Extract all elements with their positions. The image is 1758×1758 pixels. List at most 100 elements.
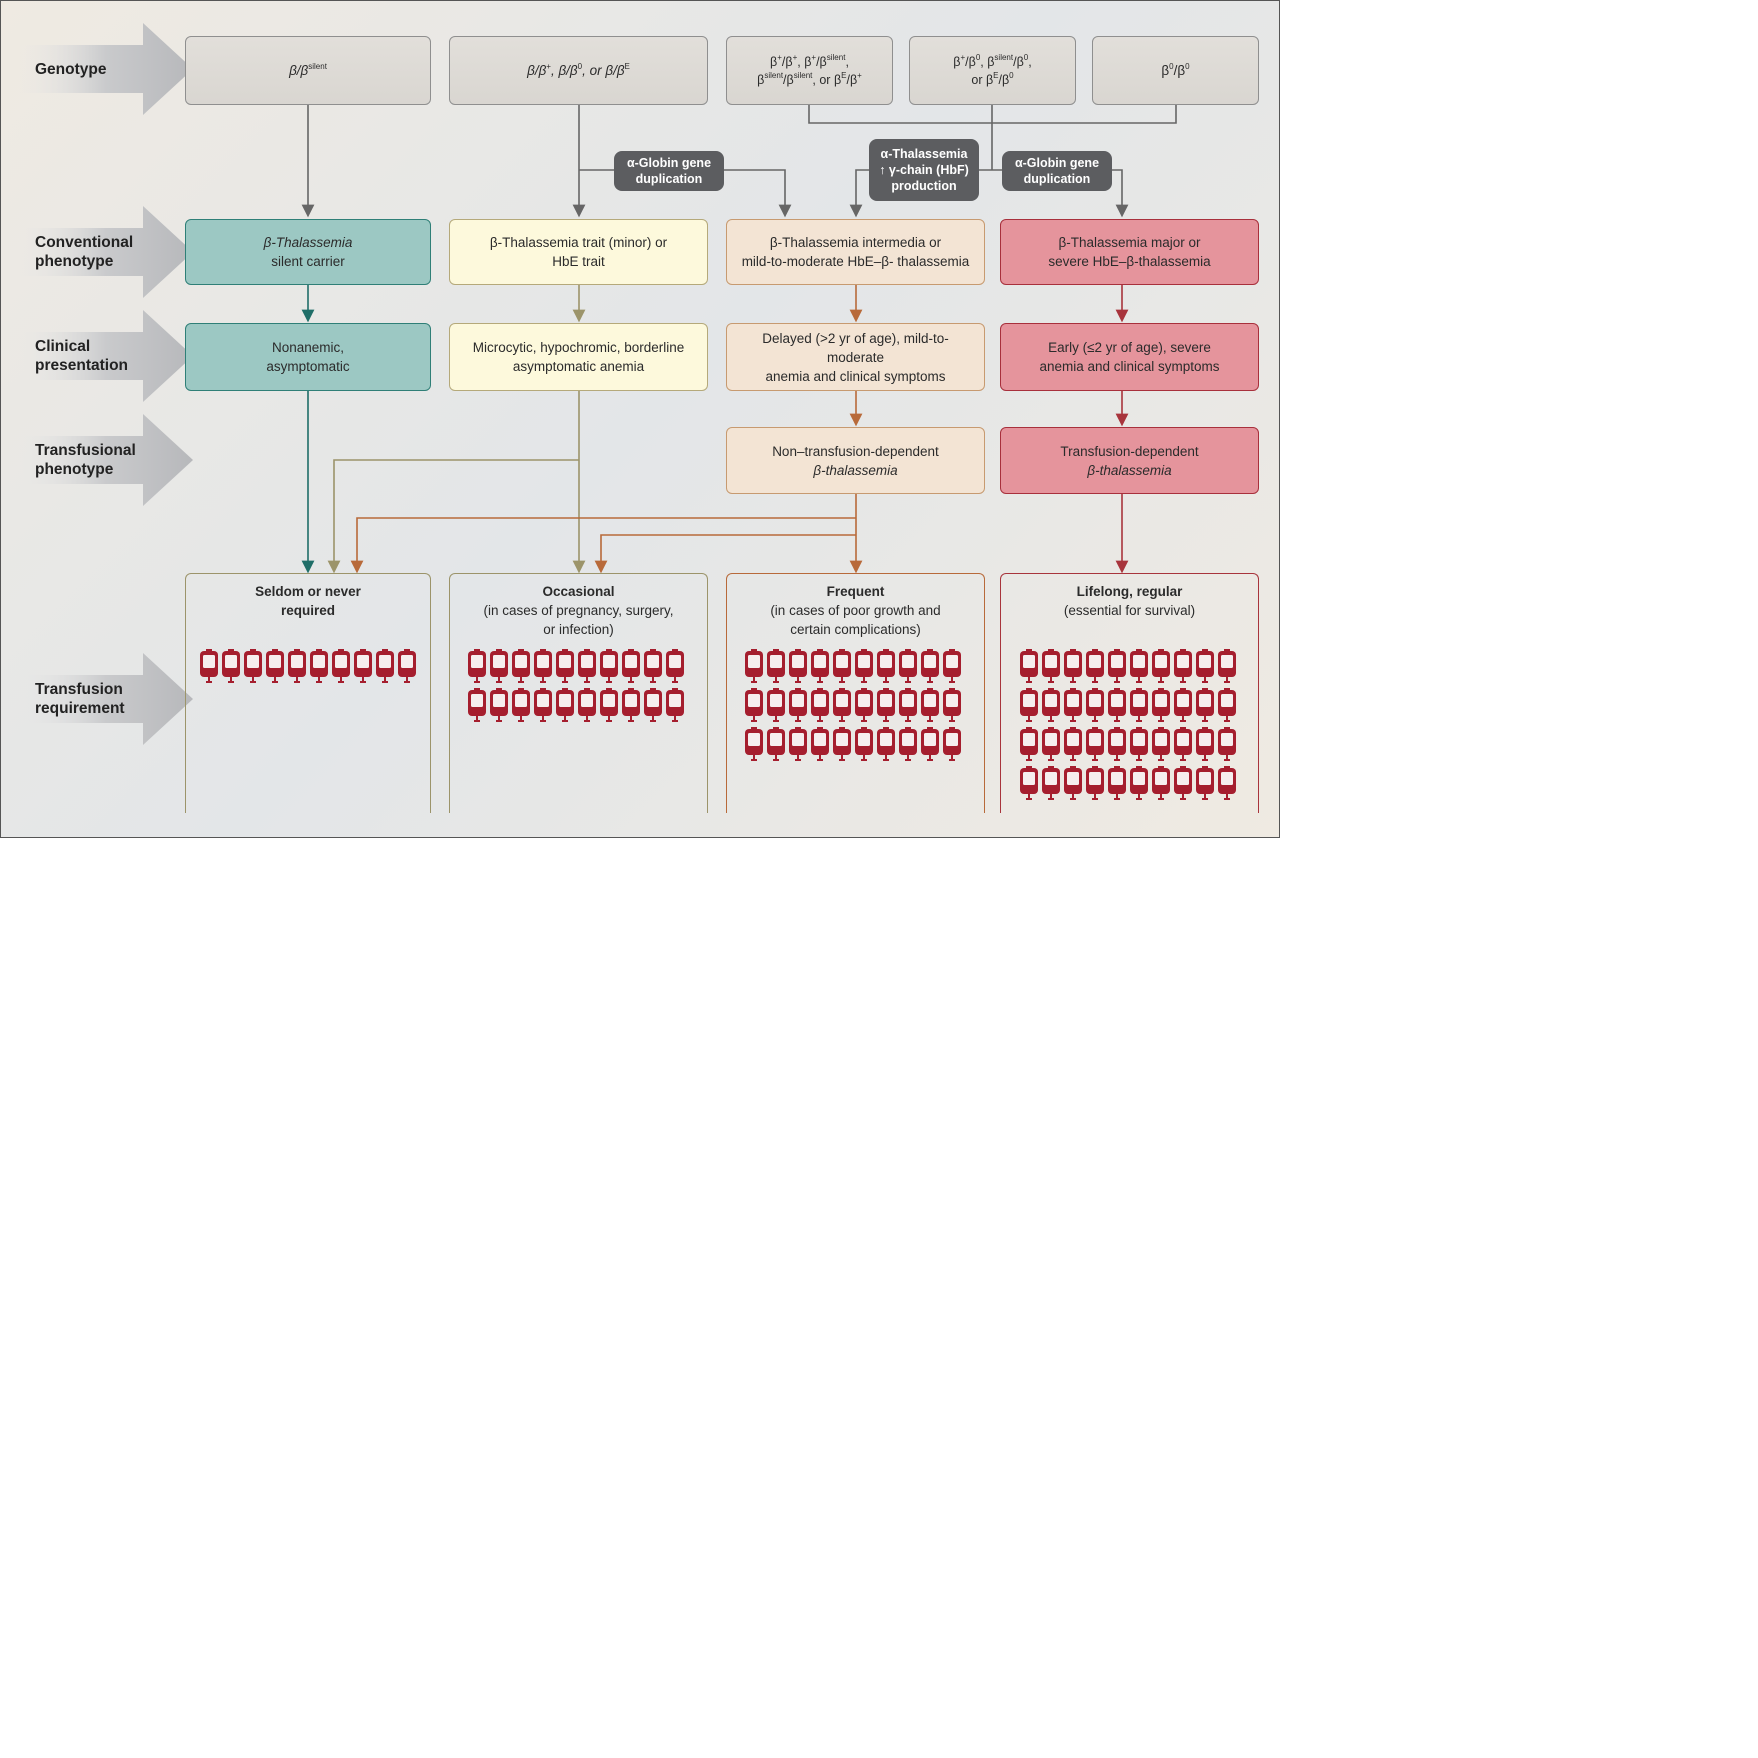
blood-bag-icon — [266, 649, 284, 683]
blood-bag-icon — [376, 649, 394, 683]
blood-bag-icon — [855, 727, 873, 761]
requirement-occasional: Occasional (in cases of pregnancy, surge… — [449, 573, 708, 813]
blood-bag-icon — [578, 649, 596, 683]
blood-bags-col2 — [468, 649, 684, 722]
row-label-genotype: Genotype — [35, 60, 107, 78]
blood-bag-icon — [1020, 727, 1038, 761]
requirement-lifelong: Lifelong, regular (essential for surviva… — [1000, 573, 1259, 813]
blood-bag-icon — [1196, 649, 1214, 683]
blood-bag-icon — [745, 727, 763, 761]
blood-bag-icon — [1042, 766, 1060, 800]
blood-bag-icon — [811, 727, 829, 761]
blood-bag-icon — [1086, 766, 1104, 800]
blood-bag-icon — [811, 649, 829, 683]
blood-bag-icon — [1064, 649, 1082, 683]
blood-bag-icon — [855, 688, 873, 722]
blood-bag-icon — [1152, 688, 1170, 722]
arrow-col2-to-col1 — [327, 459, 579, 574]
blood-bag-icon — [1152, 766, 1170, 800]
blood-bag-icon — [310, 649, 328, 683]
blood-bags-col4 — [1020, 649, 1236, 800]
blood-bag-icon — [1174, 688, 1192, 722]
requirement-frequent: Frequent (in cases of poor growth and ce… — [726, 573, 985, 813]
blood-bag-icon — [354, 649, 372, 683]
blood-bag-icon — [789, 727, 807, 761]
blood-bag-icon — [1130, 688, 1148, 722]
blood-bag-icon — [556, 688, 574, 722]
blood-bag-icon — [1042, 727, 1060, 761]
blood-bag-icon — [943, 688, 961, 722]
blood-bag-icon — [1064, 688, 1082, 722]
blood-bag-icon — [644, 688, 662, 722]
blood-bag-icon — [1130, 649, 1148, 683]
blood-bag-icon — [789, 649, 807, 683]
blood-bag-icon — [1108, 727, 1126, 761]
blood-bag-icon — [1152, 727, 1170, 761]
blood-bag-icon — [578, 688, 596, 722]
blood-bag-icon — [1108, 766, 1126, 800]
blood-bag-icon — [644, 649, 662, 683]
blood-bag-icon — [622, 688, 640, 722]
blood-bag-icon — [1020, 766, 1038, 800]
genotype-trait: β/β+, β/β0, or β/βE — [449, 36, 708, 105]
blood-bag-icon — [833, 727, 851, 761]
modifier-alpha-thalassemia: α-Thalassemia↑ γ-chain (HbF)production — [869, 139, 979, 201]
arrow-col3-to-col1 — [350, 517, 856, 574]
blood-bag-icon — [332, 649, 350, 683]
blood-bag-icon — [877, 727, 895, 761]
blood-bag-icon — [745, 688, 763, 722]
blood-bag-icon — [899, 649, 917, 683]
blood-bag-icon — [666, 649, 684, 683]
blood-bag-icon — [1086, 688, 1104, 722]
blood-bag-icon — [398, 649, 416, 683]
blood-bag-icon — [1174, 766, 1192, 800]
blood-bag-icon — [1196, 688, 1214, 722]
blood-bag-icon — [1174, 649, 1192, 683]
blood-bag-icon — [600, 649, 618, 683]
blood-bag-icon — [490, 649, 508, 683]
blood-bag-icon — [556, 649, 574, 683]
blood-bag-icon — [833, 649, 851, 683]
blood-bag-icon — [1042, 649, 1060, 683]
bracket-intermedia-major — [808, 105, 1177, 170]
blood-bag-icon — [1218, 649, 1236, 683]
blood-bags-col1 — [200, 649, 416, 683]
blood-bag-icon — [1218, 688, 1236, 722]
blood-bag-icon — [1218, 727, 1236, 761]
blood-bag-icon — [921, 727, 939, 761]
blood-bag-icon — [899, 688, 917, 722]
arrow-col3-to-col2 — [594, 534, 856, 574]
blood-bag-icon — [943, 727, 961, 761]
blood-bag-icon — [877, 688, 895, 722]
blood-bag-icon — [600, 688, 618, 722]
blood-bag-icon — [811, 688, 829, 722]
blood-bag-icon — [244, 649, 262, 683]
blood-bag-icon — [222, 649, 240, 683]
blood-bags-col3 — [745, 649, 961, 761]
blood-bag-icon — [1064, 766, 1082, 800]
blood-bag-icon — [468, 688, 486, 722]
blood-bag-icon — [767, 727, 785, 761]
blood-bag-icon — [468, 649, 486, 683]
clinical-delayed-anemia: Delayed (>2 yr of age), mild-to-moderate… — [726, 323, 985, 391]
blood-bag-icon — [1086, 649, 1104, 683]
blood-bag-icon — [490, 688, 508, 722]
blood-bag-icon — [1174, 727, 1192, 761]
blood-bag-icon — [1218, 766, 1236, 800]
blood-bag-icon — [921, 688, 939, 722]
genotype-major-null: β0/β0 — [1092, 36, 1259, 105]
